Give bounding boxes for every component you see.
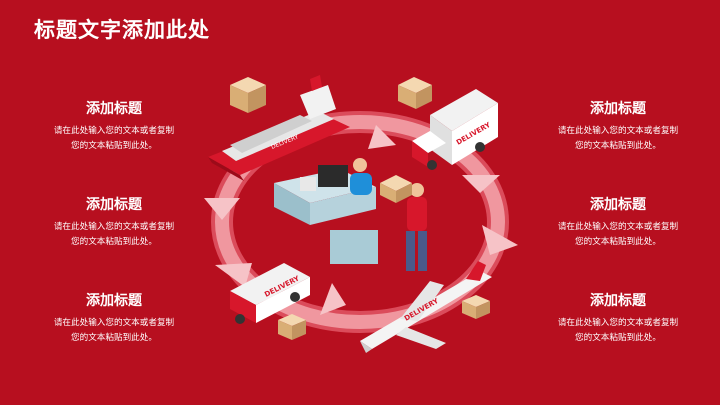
package-box-icon [398,77,432,109]
block-text-line: 您的文本粘贴到此处。 [71,333,157,343]
slide-title: 标题文字添加此处 [34,18,210,42]
cargo-ship-icon: DELIVERY [208,75,350,181]
block-text-line: 您的文本粘贴到此处。 [575,141,661,151]
delivery-truck-icon: DELIVERY [412,89,498,170]
courier-icon [380,175,427,271]
block-text-line: 请在此处输入您的文本或者复制 [557,126,679,136]
flow-arrow-icon [320,283,346,315]
package-box-icon [462,295,490,319]
text-block-left-1: 添加标题 请在此处输入您的文本或者复制 您的文本粘贴到此处。 [39,98,189,154]
text-block-left-2: 添加标题 请在此处输入您的文本或者复制 您的文本粘贴到此处。 [39,194,189,250]
block-text-line: 请在此处输入您的文本或者复制 [557,222,679,232]
flow-arrow-icon [368,125,396,149]
text-block-left-3: 添加标题 请在此处输入您的文本或者复制 您的文本粘贴到此处。 [39,290,189,346]
block-text-line: 您的文本粘贴到此处。 [71,141,157,151]
office-worker-icon [350,158,372,195]
block-heading: 添加标题 [86,197,142,213]
package-box-icon [278,314,306,340]
block-heading: 添加标题 [590,101,646,117]
flow-arrow-icon [215,263,252,287]
flow-arrow-icon [204,198,240,220]
block-text-line: 您的文本粘贴到此处。 [71,237,157,247]
block-text-line: 请在此处输入您的文本或者复制 [53,222,175,232]
package-box-icon [230,77,266,113]
block-text-line: 请在此处输入您的文本或者复制 [557,318,679,328]
block-text-line: 请在此处输入您的文本或者复制 [53,126,175,136]
text-block-right-1: 添加标题 请在此处输入您的文本或者复制 您的文本粘贴到此处。 [543,98,693,154]
block-heading: 添加标题 [590,293,646,309]
block-text-line: 您的文本粘贴到此处。 [575,237,661,247]
block-text-line: 您的文本粘贴到此处。 [575,333,661,343]
block-heading: 添加标题 [86,101,142,117]
flow-arrow-icon [462,175,500,193]
logistics-illustration: DELIVERY DELIVERY [204,75,518,353]
block-heading: 添加标题 [86,293,142,309]
flow-ring [211,111,509,333]
text-block-right-2: 添加标题 请在此处输入您的文本或者复制 您的文本粘贴到此处。 [543,194,693,250]
block-text-line: 请在此处输入您的文本或者复制 [53,318,175,328]
flow-arrow-icon [482,225,518,255]
block-heading: 添加标题 [590,197,646,213]
text-block-right-3: 添加标题 请在此处输入您的文本或者复制 您的文本粘贴到此处。 [543,290,693,346]
delivery-van-icon: DELIVERY [230,263,310,324]
